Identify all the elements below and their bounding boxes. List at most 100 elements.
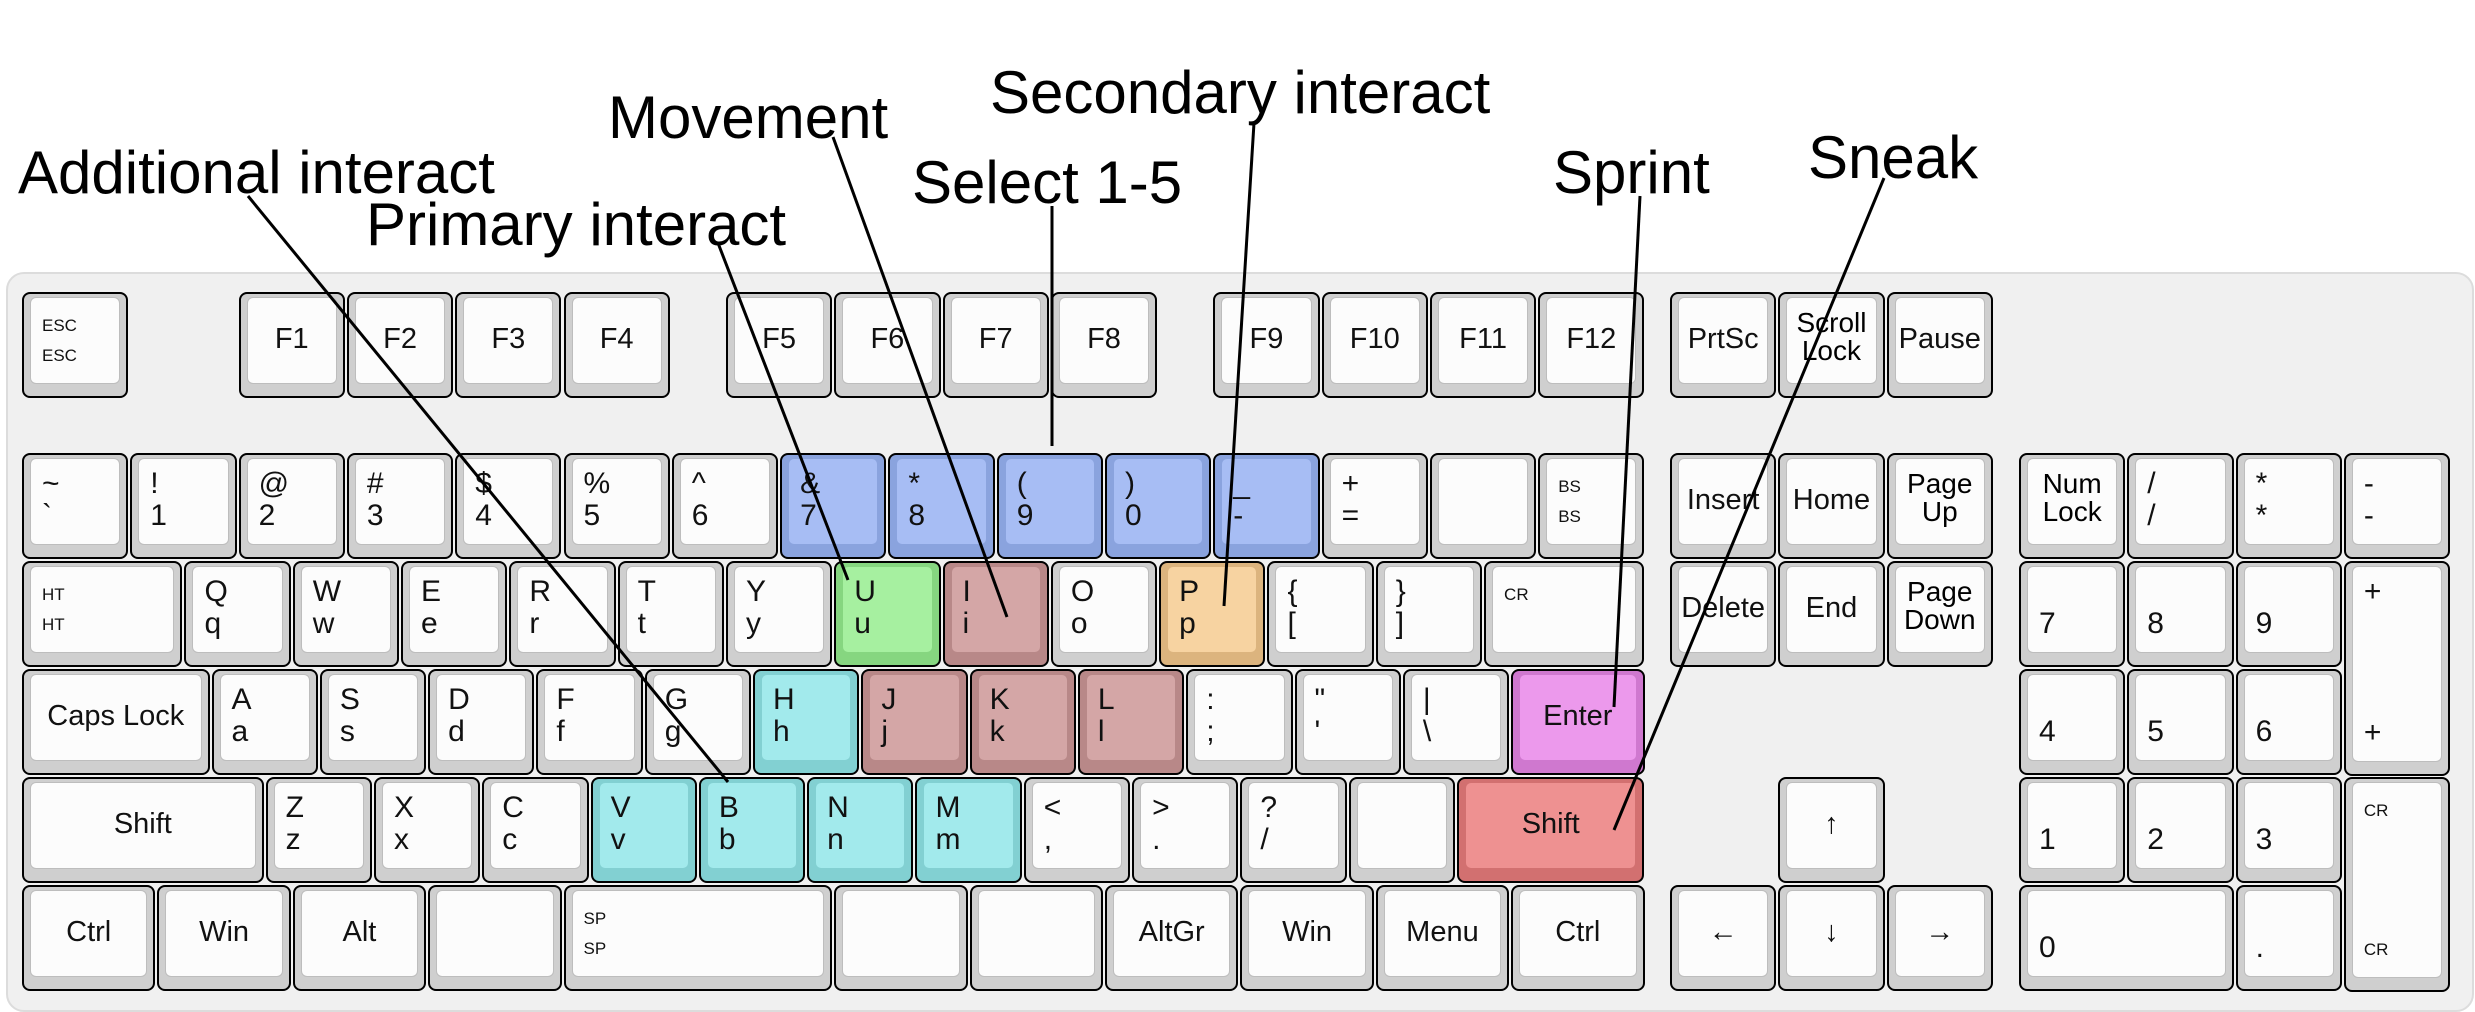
key-label: 0 (2039, 931, 2056, 964)
key-label: ESC (42, 316, 77, 335)
key-page-down: Page Down (1886, 561, 1993, 667)
key-label: X (393, 791, 414, 824)
key-label: Shift (1521, 808, 1580, 840)
key-face (1113, 458, 1204, 545)
key-label: 8 (2147, 607, 2164, 640)
key-label: Caps Lock (47, 700, 185, 732)
key-face (1383, 566, 1475, 653)
key-label: F7 (978, 323, 1013, 355)
key-lbracket: {[ (1267, 561, 1374, 667)
key-label: 7 (800, 499, 817, 532)
key-num0: 0 (2019, 885, 2234, 991)
key-label: < (1043, 791, 1062, 824)
key-rshift: Shift (1456, 777, 1645, 883)
key-up: ↑ (1778, 777, 1885, 883)
key-num7: 7 (2019, 561, 2126, 667)
key-face (706, 782, 798, 869)
key-face (1519, 890, 1637, 977)
key-face (679, 458, 771, 545)
key-face (1786, 890, 1877, 977)
key-label: ' (1314, 715, 1321, 748)
key-label: Y (745, 575, 766, 608)
key-label: P (1179, 575, 1200, 608)
key-face (30, 297, 121, 384)
key-label: Win (1282, 916, 1333, 948)
key-face (463, 297, 554, 384)
key-label: HT (42, 615, 65, 634)
key-label: BS (1558, 507, 1581, 526)
leader-line-sprint (1612, 195, 1642, 708)
key-label: G (664, 683, 689, 716)
annotation-select: Select 1-5 (912, 149, 1183, 216)
key-label: 3 (2255, 823, 2273, 856)
key-face (1329, 458, 1420, 545)
key-label: ↑ (1824, 808, 1839, 840)
annotation-sneak: Sneak (1808, 124, 1979, 191)
key-face (1546, 297, 1637, 384)
key-face (788, 458, 879, 545)
key-label: ( (1016, 467, 1027, 500)
key-face (1302, 674, 1393, 761)
key-blank-row6a (428, 885, 562, 991)
key-face (1248, 890, 1366, 977)
key-face (30, 890, 148, 977)
key-label: ~ (42, 467, 60, 500)
key-slash: ?/ (1240, 777, 1347, 883)
key-label: p (1179, 607, 1196, 640)
key-label: } (1395, 575, 1406, 608)
key-label: h (773, 715, 790, 748)
key-label: \ (1422, 715, 1432, 748)
key-label: 6 (691, 499, 709, 532)
key-label: e (421, 607, 438, 640)
key-face (950, 297, 1041, 384)
key-label: 6 (2255, 715, 2273, 748)
key-f10: F10 (1321, 292, 1428, 398)
key-face (1113, 890, 1231, 977)
key-label: F (556, 683, 575, 716)
key-label: Alt (342, 916, 377, 948)
key-face (436, 674, 527, 761)
key-face (842, 566, 933, 653)
key-face (761, 674, 852, 761)
key-face (1678, 890, 1769, 977)
key-label: E (421, 575, 442, 608)
key-label: F9 (1249, 323, 1284, 355)
key-label: [ (1287, 607, 1296, 640)
key-face (1894, 566, 1985, 653)
key-face (1031, 782, 1123, 869)
key-f8: F8 (1050, 292, 1158, 398)
key-label: K (989, 683, 1010, 716)
key-label: CR (1504, 585, 1529, 604)
key-face (544, 674, 635, 761)
key-num9: 9 (2235, 561, 2342, 667)
key-label: { (1287, 575, 1298, 608)
key-face (1546, 458, 1637, 545)
key-face (923, 782, 1014, 869)
key-label: Page Up (1907, 468, 1973, 527)
key-label: Num Lock (2042, 468, 2102, 527)
key-label: M (935, 791, 961, 824)
key-label: U (854, 575, 876, 608)
key-label: r (529, 607, 540, 640)
key-label: t (637, 607, 646, 640)
key-face (625, 566, 716, 653)
key-label: - (2363, 467, 2374, 500)
key-face (1437, 458, 1529, 545)
key-label: / (2147, 467, 2156, 500)
key-label: 2 (258, 499, 276, 532)
key-end: End (1778, 561, 1885, 667)
key-face (1140, 782, 1231, 869)
key-face (1678, 458, 1769, 545)
key-label: H (773, 683, 795, 716)
key-label: 9 (1016, 499, 1034, 532)
key-label: Ctrl (1555, 916, 1601, 948)
key-label: W (312, 575, 342, 608)
